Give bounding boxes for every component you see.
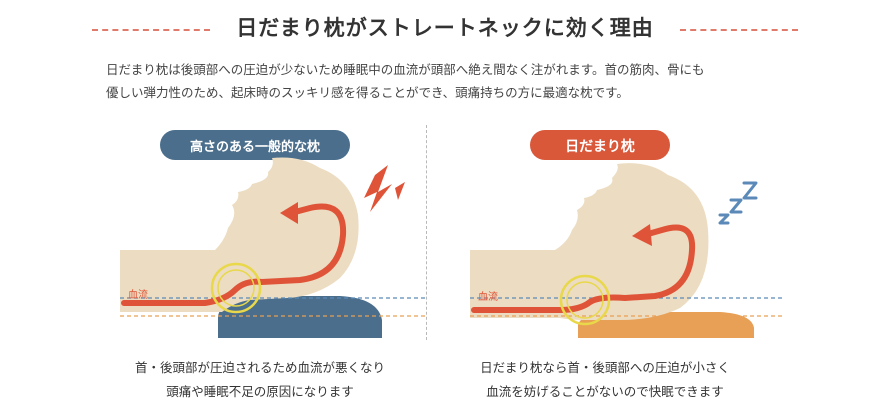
right-ring-outer [559, 274, 611, 326]
left-label: 高さのある一般的な枕 [190, 139, 320, 155]
description: 日だまり枕は後頭部への圧迫が少ないため睡眠中の血流が頭部へ絶え間なく注がれます。… [106, 58, 806, 104]
title-row: 日だまり枕がストレートネックに効く理由 [0, 12, 890, 48]
left-blood-flow-label: 血流 [128, 288, 148, 301]
left-blood-flow [121, 203, 347, 306]
zzz-icon [718, 181, 758, 225]
title-dash-right [680, 29, 798, 31]
left-pressure-ring-outer [210, 262, 262, 314]
right-blood-flow [471, 224, 696, 313]
left-caption-line-2: 頭痛や睡眠不足の原因になります [166, 384, 354, 399]
left-caption: 首・後頭部が圧迫されるため血流が悪くなり 頭痛や睡眠不足の原因になります [95, 356, 425, 404]
right-caption-line-2: 血流を妨げることがないので快眠できます [486, 384, 724, 399]
right-blood-flow-label: 血流 [478, 290, 498, 303]
right-caption-line-1: 日だまり枕なら首・後頭部への圧迫が小さく [480, 360, 730, 375]
right-ring-inner [566, 281, 604, 319]
right-label-pill [530, 130, 670, 160]
left-pillow [218, 296, 382, 338]
right-panel: 日だまり枕 血流 [470, 130, 785, 338]
right-flow-arrow [632, 224, 652, 246]
left-pressure-ring-inner [217, 269, 255, 307]
lightning-icon [364, 165, 405, 212]
title-dash-left [92, 29, 210, 31]
description-line-1: 日だまり枕は後頭部への圧迫が少ないため睡眠中の血流が頭部へ絶え間なく注がれます。… [106, 62, 705, 77]
left-panel: 高さのある一般的な枕 血流 [120, 130, 428, 338]
right-head [470, 163, 709, 320]
left-label-pill [160, 130, 350, 160]
left-caption-line-1: 首・後頭部が圧迫されるため血流が悪くなり [134, 360, 385, 375]
left-flow-arrow [280, 202, 298, 224]
right-caption: 日だまり枕なら首・後頭部への圧迫が小さく 血流を妨げることがないので快眠できます [440, 356, 770, 404]
left-head [120, 157, 359, 312]
description-line-2: 優しい弾力性のため、起床時のスッキリ感を得ることができ、頭痛持ちの方に最適な枕で… [106, 85, 629, 100]
panel-divider [426, 125, 427, 340]
illustration: 高さのある一般的な枕 血流 日だまり枕 [120, 130, 785, 338]
page-title: 日だまり枕がストレートネックに効く理由 [236, 16, 654, 40]
right-label: 日だまり枕 [565, 138, 635, 155]
